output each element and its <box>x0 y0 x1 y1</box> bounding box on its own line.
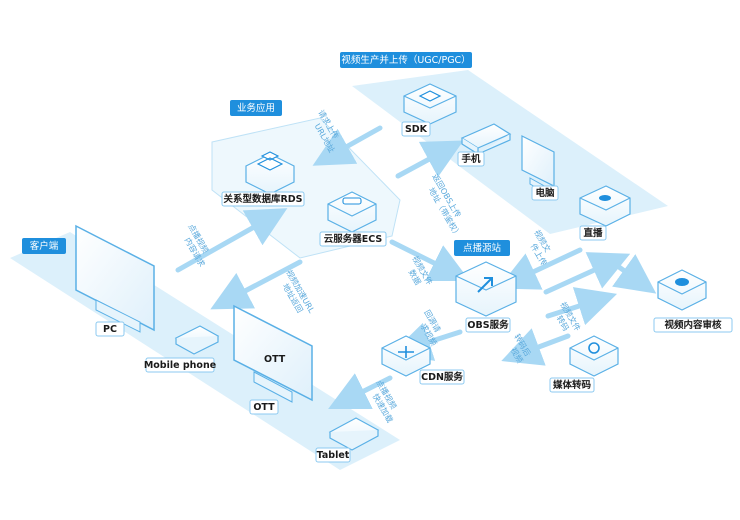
arrow-accel-url <box>210 259 303 310</box>
sdk-icon <box>418 90 442 102</box>
live-label: 直播 <box>583 227 603 239</box>
arrow-upload-obs <box>497 247 583 290</box>
svg-text:回源请求视频: 回源请求视频 <box>414 308 448 347</box>
sdk-node[interactable]: SDK <box>401 83 457 137</box>
arrow-transcode <box>545 287 618 326</box>
review-label: 视频内容审核 <box>664 319 722 331</box>
server-icon <box>342 197 362 205</box>
computer-label: 电脑 <box>535 187 555 199</box>
production-tag-text: 视频生产并上传（UGC/PGC） <box>341 54 470 66</box>
ott-screen-text: OTT <box>264 354 286 365</box>
ecs-node[interactable]: 云服务器ECS <box>319 191 387 247</box>
arrow-return-transcode <box>501 328 571 366</box>
cdn-node[interactable]: CDN服务 <box>381 335 465 385</box>
business-tag-text: 业务应用 <box>237 102 275 114</box>
rds-node[interactable]: 关系型数据库RDS <box>221 151 305 207</box>
transcode-node[interactable]: 媒体转码 <box>549 335 619 393</box>
network-icon <box>398 346 414 358</box>
arrow-upload-request <box>312 125 383 166</box>
arrow-play-request <box>175 208 288 273</box>
transcode-icon <box>588 342 600 354</box>
upload-arrow-icon <box>477 277 493 293</box>
transcode-label: 媒体转码 <box>552 379 592 391</box>
computer-node[interactable]: 电脑 <box>521 135 559 201</box>
ecs-label: 云服务器ECS <box>324 233 383 245</box>
phone-label: 手机 <box>461 153 481 165</box>
cdn-label: CDN服务 <box>421 371 463 383</box>
tablet-node[interactable]: Tablet <box>315 417 380 463</box>
arrow-return-obs <box>395 140 464 179</box>
camera-icon <box>599 195 611 201</box>
flow-arrows <box>175 125 657 409</box>
review-node[interactable]: 视频内容审核 <box>653 269 733 333</box>
svg-text:视频加速URL地址返回: 视频加速URL地址返回 <box>276 268 318 320</box>
source-tag-text: 点播源站 <box>463 242 502 254</box>
live-node[interactable]: 直播 <box>579 185 631 241</box>
client-tag-text: 客户端 <box>30 240 59 252</box>
mobile-label: Mobile phone <box>144 360 216 371</box>
sdk-label: SDK <box>405 124 428 135</box>
tablet-label: Tablet <box>317 450 350 461</box>
production-tag: 视频生产并上传（UGC/PGC） <box>340 52 472 68</box>
obs-label: OBS服务 <box>467 319 509 331</box>
ott-label: OTT <box>253 402 275 413</box>
review-icon <box>675 278 689 286</box>
rds-label: 关系型数据库RDS <box>223 193 302 205</box>
business-tag: 业务应用 <box>230 100 282 116</box>
svg-text:返回OBS上传地址（带鉴权）: 返回OBS上传地址（带鉴权） <box>422 172 472 239</box>
svg-text:点播视频内容请求: 点播视频内容请求 <box>178 222 216 268</box>
mobile-node[interactable]: Mobile phone <box>144 325 220 373</box>
svg-text:转码后视频: 转码后视频 <box>504 332 534 365</box>
arrow-cdn-client <box>328 373 393 409</box>
phone-node[interactable]: 手机 <box>457 123 512 167</box>
arrow-review-branch <box>609 254 657 294</box>
arrow-ecs-obs <box>389 239 470 281</box>
pc-node[interactable]: PC <box>75 224 155 337</box>
tv-icon <box>233 304 313 402</box>
database-icon <box>256 151 284 171</box>
source-tag: 点播源站 <box>454 240 510 256</box>
client-tag: 客户端 <box>22 238 66 254</box>
ott-node[interactable]: OTT OTT <box>233 304 313 415</box>
obs-node[interactable]: OBS服务 <box>455 261 517 333</box>
pc-label: PC <box>103 324 117 335</box>
arrow-to-review <box>543 252 631 295</box>
pc-monitor-icon <box>75 224 155 332</box>
